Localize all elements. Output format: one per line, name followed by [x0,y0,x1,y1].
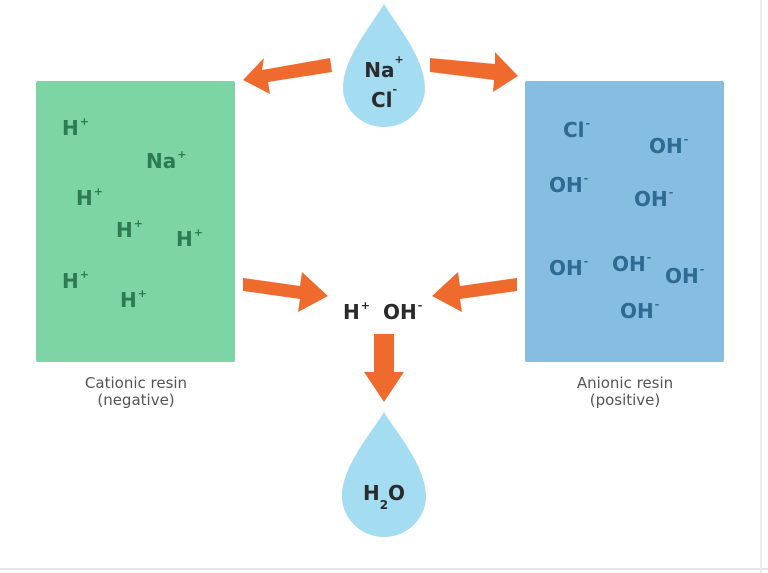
na-base: Na [364,58,395,82]
anionic-resin-ion-symbol: OH [634,187,668,211]
anionic-resin-ion-charge: - [683,133,689,146]
anionic-resin-ion-symbol: Cl [563,118,585,142]
cationic-resin-ion: H+ [120,287,147,312]
cationic-resin-ion-symbol: H [62,269,79,293]
frame-right-border [760,0,762,573]
cationic-resin-ion: H+ [116,217,143,242]
anionic-resin-title: Anionic resin [576,374,674,392]
arrow-cation-to-center [243,272,328,312]
cationic-resin-ion: H+ [176,226,203,251]
cationic-resin-ion-charge: + [193,226,203,239]
anionic-resin-ion: OH- [549,172,589,197]
center-oh-base: OH [382,300,417,324]
cationic-resin-charge: (negative) [97,391,175,409]
top-drop-text-cl: Cl- [358,84,410,112]
anionic-resin-ion: OH- [634,186,674,211]
cationic-resin-ion-symbol: H [76,186,93,210]
cationic-resin-ion: H+ [62,115,89,140]
center-h-charge: + [360,299,370,312]
anionic-resin-ion-symbol: OH [649,134,683,158]
cationic-resin-ion-charge: + [93,185,103,198]
bottom-water-drop [342,412,426,537]
cationic-resin-ion-symbol: H [120,288,137,312]
center-oh-charge: - [417,299,423,312]
cationic-resin-ion-charge: + [137,287,147,300]
cationic-resin-ion-charge: + [79,115,89,128]
water-subscript: 2 [379,498,389,512]
anionic-resin-ion-charge: - [654,298,660,311]
anionic-resin-ion-symbol: OH [549,256,583,280]
arrow-top-left [243,58,332,94]
cationic-resin-ion: Na+ [146,148,187,173]
cationic-resin-ion-charge: + [79,268,89,281]
anionic-resin-ion: OH- [612,251,652,276]
frame-bottom-border [0,568,768,570]
water-h: H [362,481,380,505]
cationic-resin-ion-charge: + [177,148,187,161]
anionic-resin-charge: (positive) [589,391,661,409]
anionic-resin-ion: OH- [665,263,705,288]
anionic-resin-ion-charge: - [668,186,674,199]
top-water-drop [343,4,425,127]
anionic-resin-ion-charge: - [583,255,589,268]
cl-charge: - [392,83,398,97]
anionic-resin-ion: OH- [549,255,589,280]
water-formula: H2O [352,481,416,511]
anionic-resin-ion-charge: - [585,117,591,130]
top-drop-text-na: Na+ [358,54,410,82]
arrow-anion-to-center [432,272,517,312]
cationic-resin-ion-symbol: H [176,227,193,251]
anionic-resin-ion: Cl- [563,117,591,142]
cl-base: Cl [370,88,393,112]
cationic-resin-ion-symbol: H [62,116,79,140]
anionic-resin-ion: OH- [620,298,660,323]
anionic-resin-box [525,81,724,362]
cationic-resin-ion-symbol: H [116,218,133,242]
cationic-resin-title: Cationic resin [84,374,188,392]
cationic-resin-ion: H+ [76,185,103,210]
anionic-resin-ion: OH- [649,133,689,158]
anionic-resin-ion-charge: - [583,172,589,185]
anionic-resin-label: Anionic resin (positive) [505,375,745,409]
anionic-resin-ion-symbol: OH [549,173,583,197]
na-charge: + [394,53,404,67]
cationic-resin-ion-symbol: Na [146,149,177,173]
anionic-resin-ion-symbol: OH [620,299,654,323]
cationic-resin-ion-charge: + [133,217,143,230]
arrow-top-right [430,52,518,92]
center-ions: H+ OH- [343,299,423,324]
anionic-resin-ion-symbol: OH [665,264,699,288]
arrow-center-down [364,334,404,402]
cationic-resin-label: Cationic resin (negative) [16,375,256,409]
anionic-resin-ion-charge: - [646,251,652,264]
cationic-resin-ion: H+ [62,268,89,293]
anionic-resin-ion-symbol: OH [612,252,646,276]
cationic-resin-box [36,81,235,362]
center-h-base: H [343,300,360,324]
water-o: O [388,481,406,505]
anionic-resin-ion-charge: - [699,263,705,276]
